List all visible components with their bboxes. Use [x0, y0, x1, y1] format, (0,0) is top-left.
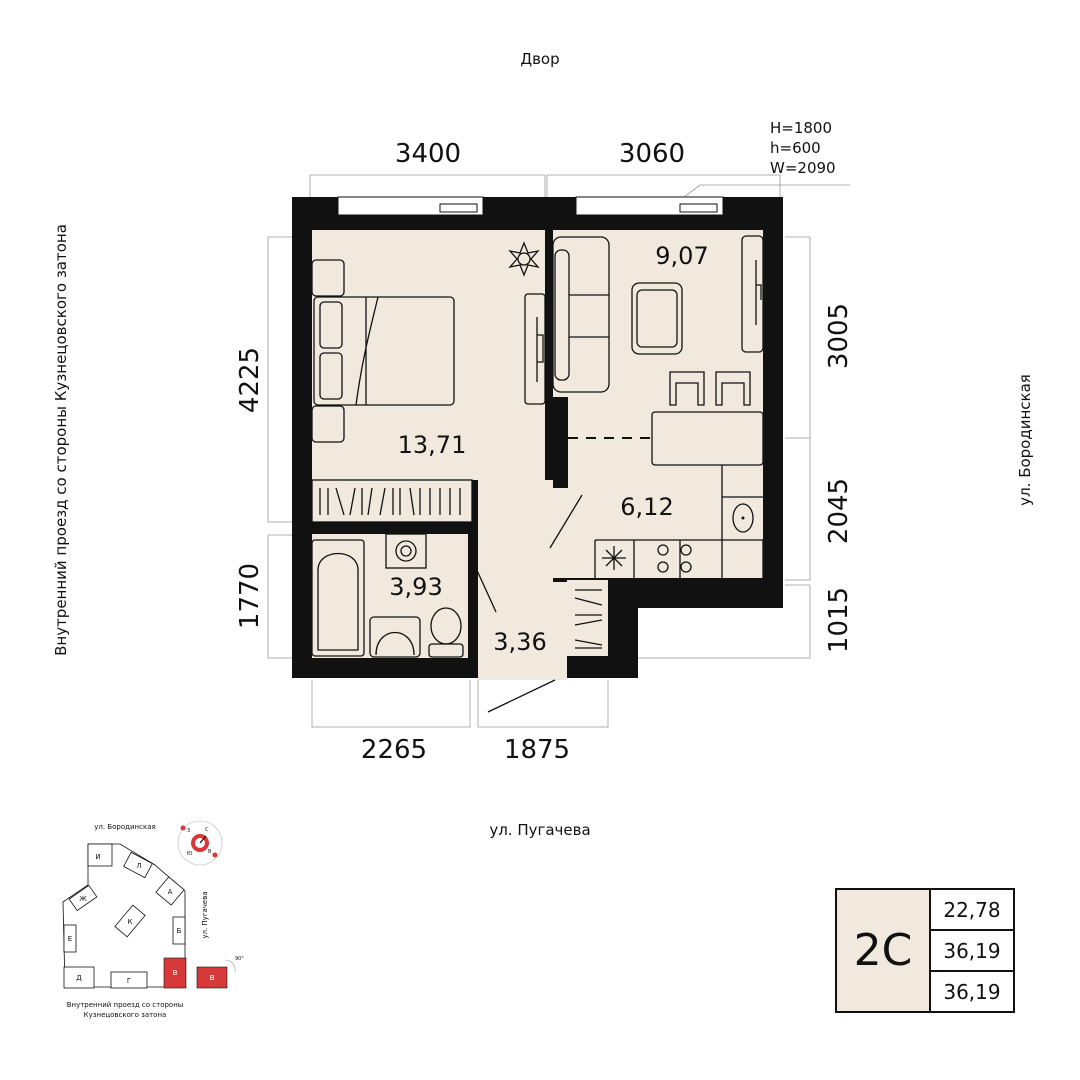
living-area: 22,78 — [931, 890, 1013, 931]
closet-floor — [567, 578, 608, 656]
compass-s: Ю — [187, 851, 193, 857]
site-street-top: ул. Бородинская — [94, 823, 155, 831]
building-v2: В — [210, 974, 215, 982]
toilet-icon — [428, 607, 464, 658]
total-area-2: 36,19 — [943, 979, 1001, 1004]
dim-right-middle: 2045 — [824, 478, 854, 544]
dim-right-upper: 3005 — [824, 303, 854, 369]
site-map: И Л А Ж К Б Е Д Г В В 90° ул. Бородинска… — [62, 820, 244, 1019]
dim-bottom-right: 1875 — [504, 735, 570, 765]
area-living: 9,07 — [655, 242, 708, 270]
dim-left-lower: 1770 — [235, 563, 265, 629]
area-kitchen: 6,12 — [620, 493, 673, 521]
site-bottom-line1: Внутренний проезд со стороны — [67, 1001, 184, 1009]
site-bottom-line2: Кузнецовского затона — [84, 1011, 167, 1019]
sofa-icon — [552, 236, 610, 393]
building-l: Л — [136, 862, 141, 870]
sink-icon — [369, 616, 421, 658]
building-k: К — [128, 918, 133, 926]
label-street-bottom: ул. Пугачева — [489, 821, 590, 839]
total-area: 36,19 — [931, 931, 1013, 972]
coffee-table-icon — [631, 282, 683, 355]
label-yard: Двор — [520, 50, 559, 68]
dimension-lines — [267, 174, 850, 728]
apartment-summary: 2С 22,78 36,19 36,19 — [835, 888, 1015, 1013]
tv-stand-left — [524, 293, 546, 405]
wardrobe-bedroom — [311, 479, 473, 523]
doors — [469, 494, 583, 713]
window-height: H=1800 — [770, 119, 832, 137]
area-bedroom: 13,71 — [398, 431, 467, 459]
bed-icon — [311, 259, 455, 443]
building-g: Г — [127, 977, 131, 985]
label-street-left: Внутренний проезд со стороны Кузнецовско… — [52, 224, 70, 656]
building-zh: Ж — [79, 895, 87, 903]
dim-left-upper: 4225 — [235, 347, 265, 413]
stove-icon — [657, 544, 692, 573]
compass-icon — [177, 820, 223, 866]
rotation-label: 90° — [235, 956, 244, 962]
building-b: Б — [177, 927, 182, 935]
building-v: В — [173, 969, 178, 977]
fridge-snowflake-icon — [602, 546, 626, 570]
tv-stand-right — [741, 235, 764, 353]
boiler-icon — [385, 533, 427, 569]
building-e: Е — [68, 935, 72, 943]
area-hall: 3,36 — [493, 628, 546, 656]
dim-top-right: 3060 — [619, 139, 685, 169]
chairs-icon — [669, 371, 751, 406]
window-sill: h=600 — [770, 139, 821, 157]
room-floors — [312, 230, 763, 680]
dining-table — [651, 411, 764, 466]
building-a: А — [168, 888, 173, 896]
bathroom-floor — [312, 534, 468, 658]
window-width: W=2090 — [770, 159, 836, 177]
dim-top-left: 3400 — [395, 139, 461, 169]
compass-e: В — [208, 849, 212, 855]
flower-icon — [508, 241, 540, 277]
area-bathroom: 3,93 — [389, 573, 442, 601]
compass-w: З — [187, 828, 190, 834]
apartment-type: 2С — [837, 890, 931, 1011]
site-street-right: ул. Пугачева — [201, 891, 209, 938]
label-street-right: ул. Бородинская — [1016, 374, 1034, 506]
bedroom-floor — [312, 230, 545, 522]
dim-right-lower: 1015 — [824, 587, 854, 653]
kitchen-counter — [594, 465, 764, 578]
living-floor — [553, 230, 763, 578]
building-i: И — [95, 853, 100, 861]
bathtub-icon — [311, 539, 365, 657]
compass-n: С — [205, 827, 209, 833]
dim-bottom-left: 2265 — [361, 735, 427, 765]
windows — [337, 196, 724, 216]
building-d: Д — [76, 974, 82, 982]
hall-wardrobe — [574, 589, 603, 649]
